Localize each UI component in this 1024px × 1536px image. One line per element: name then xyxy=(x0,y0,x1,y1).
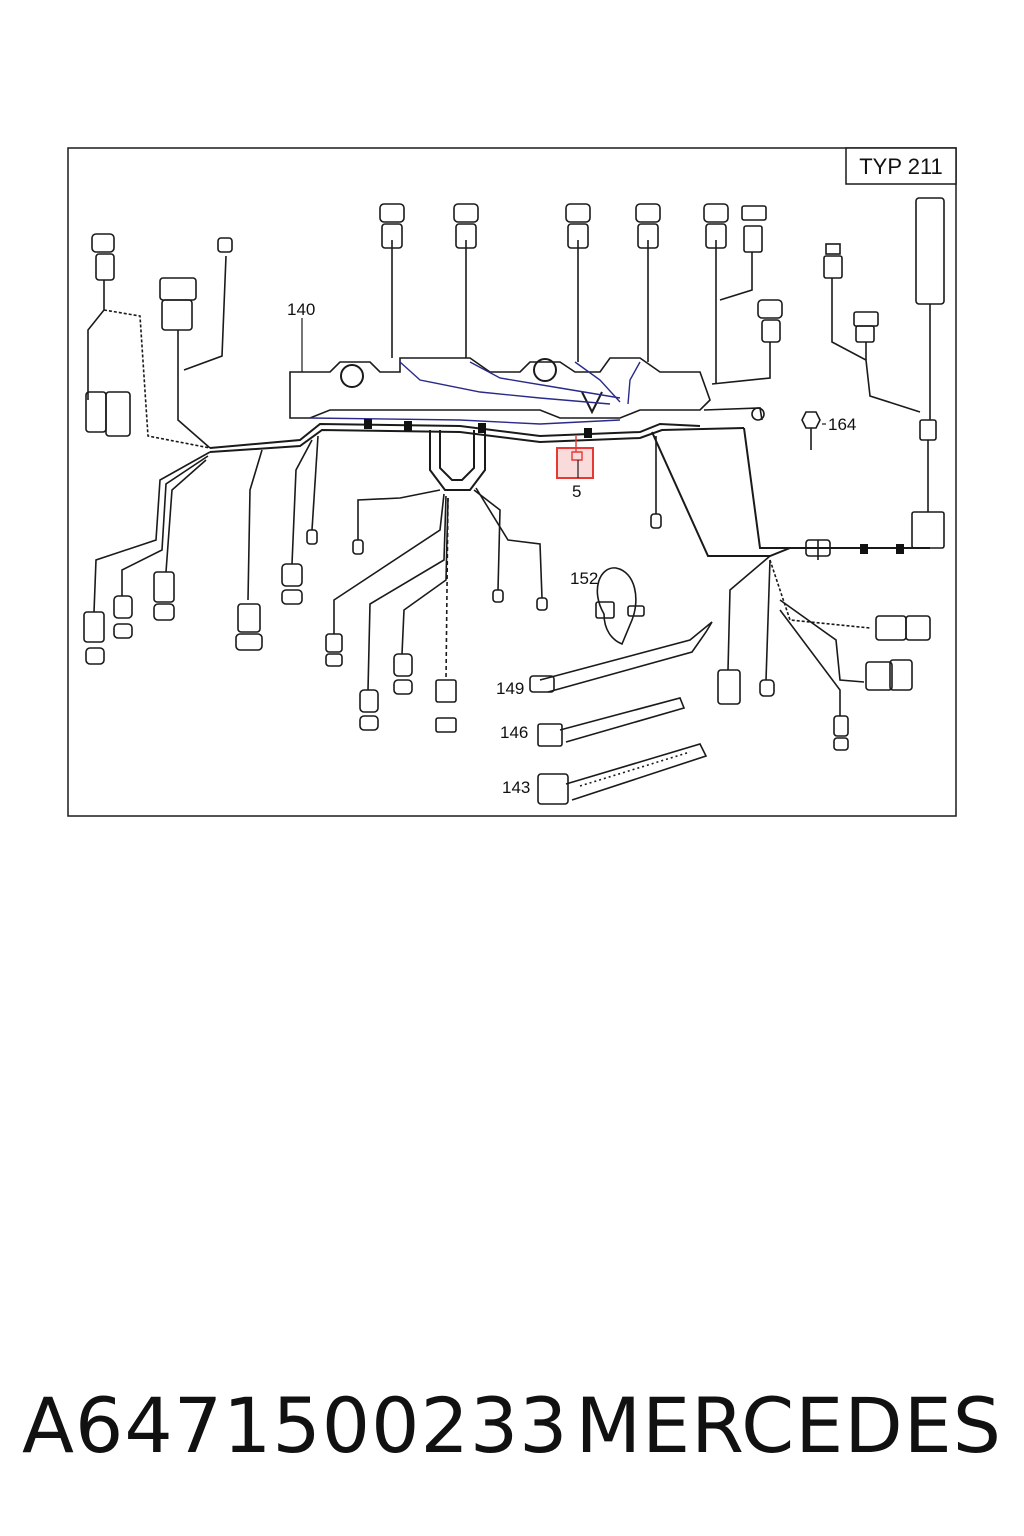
callout-143: 143 xyxy=(502,778,530,797)
center-branches xyxy=(325,436,662,733)
callout-164: 164 xyxy=(828,415,856,434)
main-harness xyxy=(209,357,930,557)
callout-5: 5 xyxy=(572,482,581,501)
left-connectors xyxy=(83,233,319,665)
variant-box: TYP 211 xyxy=(845,147,957,185)
callout-149: 149 xyxy=(496,679,524,698)
callout-140: 140 xyxy=(287,300,315,319)
top-connectors xyxy=(379,203,783,385)
diagram-border xyxy=(67,147,957,817)
variant-label: TYP 211 xyxy=(859,154,943,179)
brand-name: MERCEDES xyxy=(575,1380,1002,1470)
right-connectors xyxy=(703,197,945,751)
callout-leaders xyxy=(301,318,826,478)
highlighted-part-5[interactable] xyxy=(556,447,594,479)
harness-accent-wires xyxy=(309,361,641,425)
part-5-marker xyxy=(571,436,583,461)
callout-146: 146 xyxy=(500,723,528,742)
part-number: A6471500233 xyxy=(22,1380,569,1470)
part-footer: A6471500233 MERCEDES xyxy=(0,1370,1024,1480)
hardware-items xyxy=(529,567,713,805)
wiring-harness-diagram: TYP 211 xyxy=(67,147,957,817)
tape-bands xyxy=(364,419,904,554)
callout-152: 152 xyxy=(570,569,598,588)
